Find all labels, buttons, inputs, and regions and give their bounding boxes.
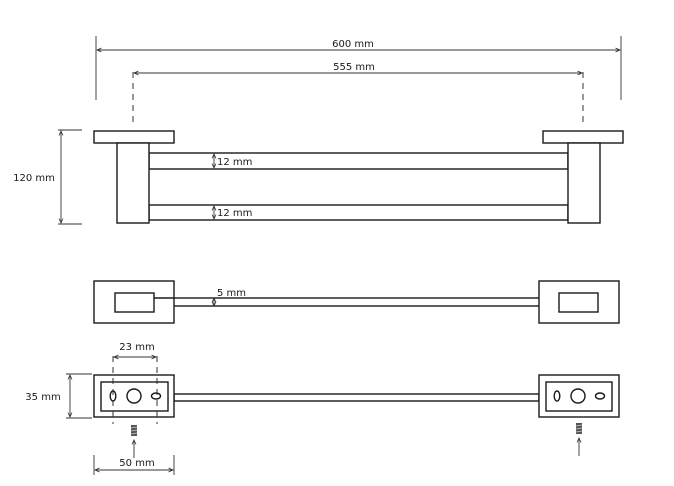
bracket-height-dimension: 35 mm <box>25 373 92 419</box>
center-hole <box>570 388 586 404</box>
lower-bar-thickness-dimension: 12 mm <box>214 206 252 219</box>
slot-hole-horizontal <box>150 392 162 400</box>
upper-bar-thickness-dimension: 12 mm <box>214 154 252 168</box>
bar-bottom <box>173 393 540 402</box>
bar-width-label: 5 mm <box>217 288 246 299</box>
slot-hole-vertical <box>553 390 561 402</box>
center-hole <box>126 388 142 404</box>
right-mounting-bracket <box>538 374 620 456</box>
lower-bar-thickness-label: 12 mm <box>217 208 252 219</box>
left-block-top <box>114 292 155 313</box>
front-view: 120 mm 12 mm 12 mm <box>13 129 624 225</box>
hole-spacing-label: 23 mm <box>119 342 154 353</box>
top-view: 5 mm <box>93 280 620 324</box>
height-label: 120 mm <box>13 173 55 184</box>
screw-icon <box>130 425 138 436</box>
left-bracket-block <box>116 142 150 224</box>
overall-width-dimension: 600 mm <box>95 36 622 100</box>
right-bracket-block <box>567 142 601 224</box>
bracket-width-dimension: 50 mm <box>93 455 175 475</box>
left-mounting-bracket <box>93 356 175 458</box>
lower-bar <box>148 204 569 221</box>
height-dimension: 120 mm <box>13 129 82 225</box>
right-block-top <box>558 292 599 313</box>
bar-width-dimension: 5 mm <box>214 288 246 306</box>
mounting-centers-label: 555 mm <box>333 62 375 73</box>
upper-bar-thickness-label: 12 mm <box>217 157 252 168</box>
wall-plate-view: 23 mm 35 mm 50 mm <box>25 342 620 475</box>
mounting-centers-dimension: 555 mm <box>132 62 584 122</box>
bar-top <box>153 297 561 307</box>
bracket-width-label: 50 mm <box>119 458 154 469</box>
bracket-height-label: 35 mm <box>25 392 60 403</box>
right-wall-plate <box>542 130 624 144</box>
left-wall-plate <box>93 130 175 144</box>
hole-spacing-dimension: 23 mm <box>114 342 156 357</box>
slot-hole-horizontal <box>594 392 606 400</box>
overall-width-label: 600 mm <box>332 39 374 50</box>
screw-icon <box>575 423 583 434</box>
upper-bar <box>148 152 569 170</box>
